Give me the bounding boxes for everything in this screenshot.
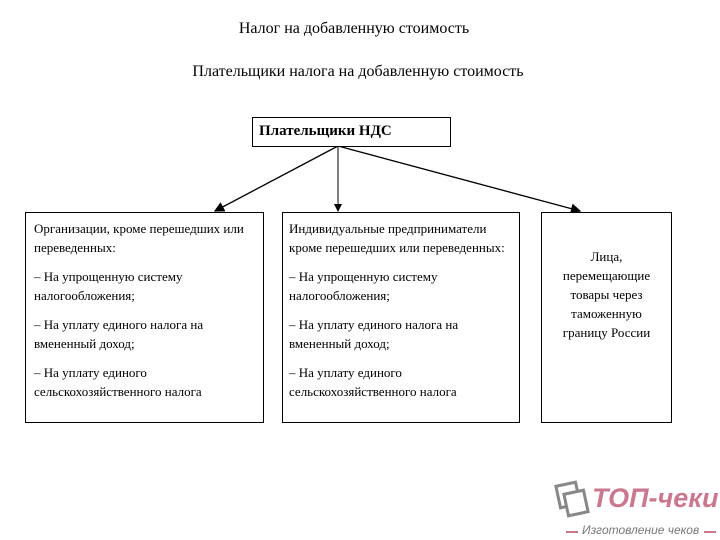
box-importers: Лица, перемещающие товары через таможенн… — [541, 212, 672, 423]
box-organizations: Организации, кроме перешедших или переве… — [25, 212, 264, 423]
box-line: Организации, кроме перешедших или переве… — [34, 221, 244, 255]
arrow-left — [213, 145, 339, 212]
watermark-brand: ТОП-чеки — [592, 483, 719, 513]
arrow-right — [337, 145, 582, 214]
box-line: – На уплату единого налога на вмененный … — [289, 317, 459, 351]
tagline-dash-right — [704, 531, 716, 533]
watermark-logo: ТОП-чеки Изготовление чеков — [552, 480, 720, 540]
tagline-dash-left — [566, 531, 578, 533]
box-line: – На уплату единого сельскохозяйственног… — [289, 365, 457, 399]
watermark-tagline: Изготовление чеков — [582, 523, 700, 537]
box-entrepreneurs: Индивидуальные предприниматели кроме пер… — [282, 212, 520, 423]
receipt-icon — [554, 480, 590, 518]
page-subtitle: Плательщики налога на добавленную стоимо… — [192, 63, 524, 80]
page-title: Налог на добавленную стоимость — [238, 20, 470, 37]
root-label: Плательщики НДС — [259, 123, 392, 139]
box-line: Лица, перемещающие товары через таможенн… — [562, 249, 651, 340]
box-line: – На уплату единого налога на вмененный … — [34, 317, 204, 351]
box-line: – На упрощенную систему налогообложения; — [34, 269, 183, 303]
box-line: Индивидуальные предприниматели кроме пер… — [289, 221, 505, 255]
box-line: – На уплату единого сельскохозяйственног… — [34, 365, 202, 399]
box-line: – На упрощенную систему налогообложения; — [289, 269, 438, 303]
root-box: Плательщики НДС — [252, 117, 451, 147]
